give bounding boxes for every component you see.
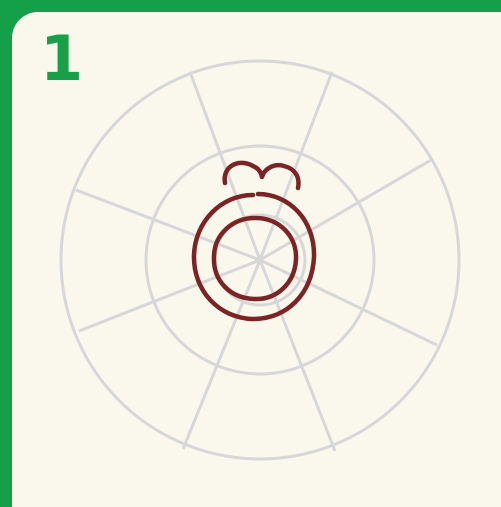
guide-grid xyxy=(61,61,459,459)
guide-spoke xyxy=(260,160,431,260)
